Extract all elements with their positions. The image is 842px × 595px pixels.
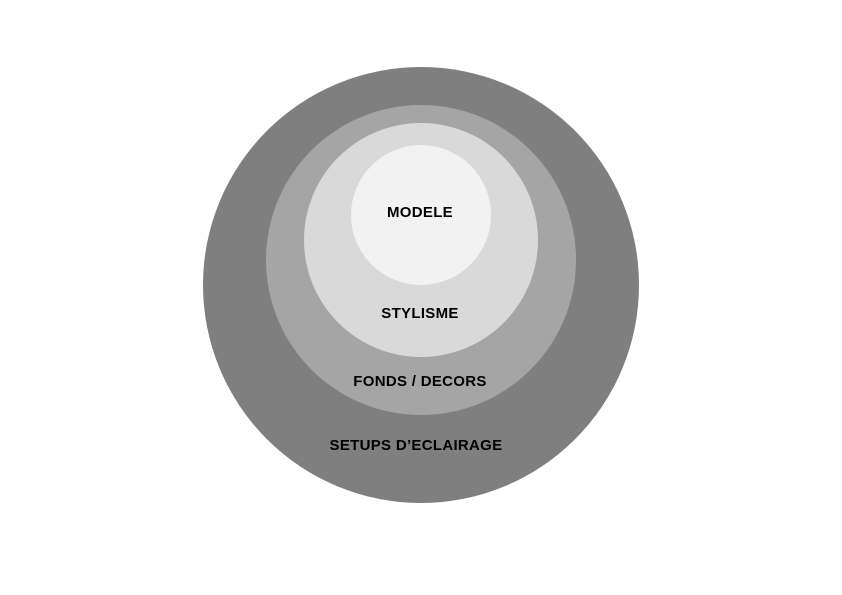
layer-label-modele: MODELE bbox=[387, 204, 453, 221]
layer-label-stylisme: STYLISME bbox=[381, 305, 458, 322]
layer-label-fonds-decors: FONDS / DECORS bbox=[353, 373, 486, 390]
layer-circle-inner bbox=[351, 145, 491, 285]
layer-label-setups-eclairage: SETUPS D’ECLAIRAGE bbox=[330, 437, 503, 454]
